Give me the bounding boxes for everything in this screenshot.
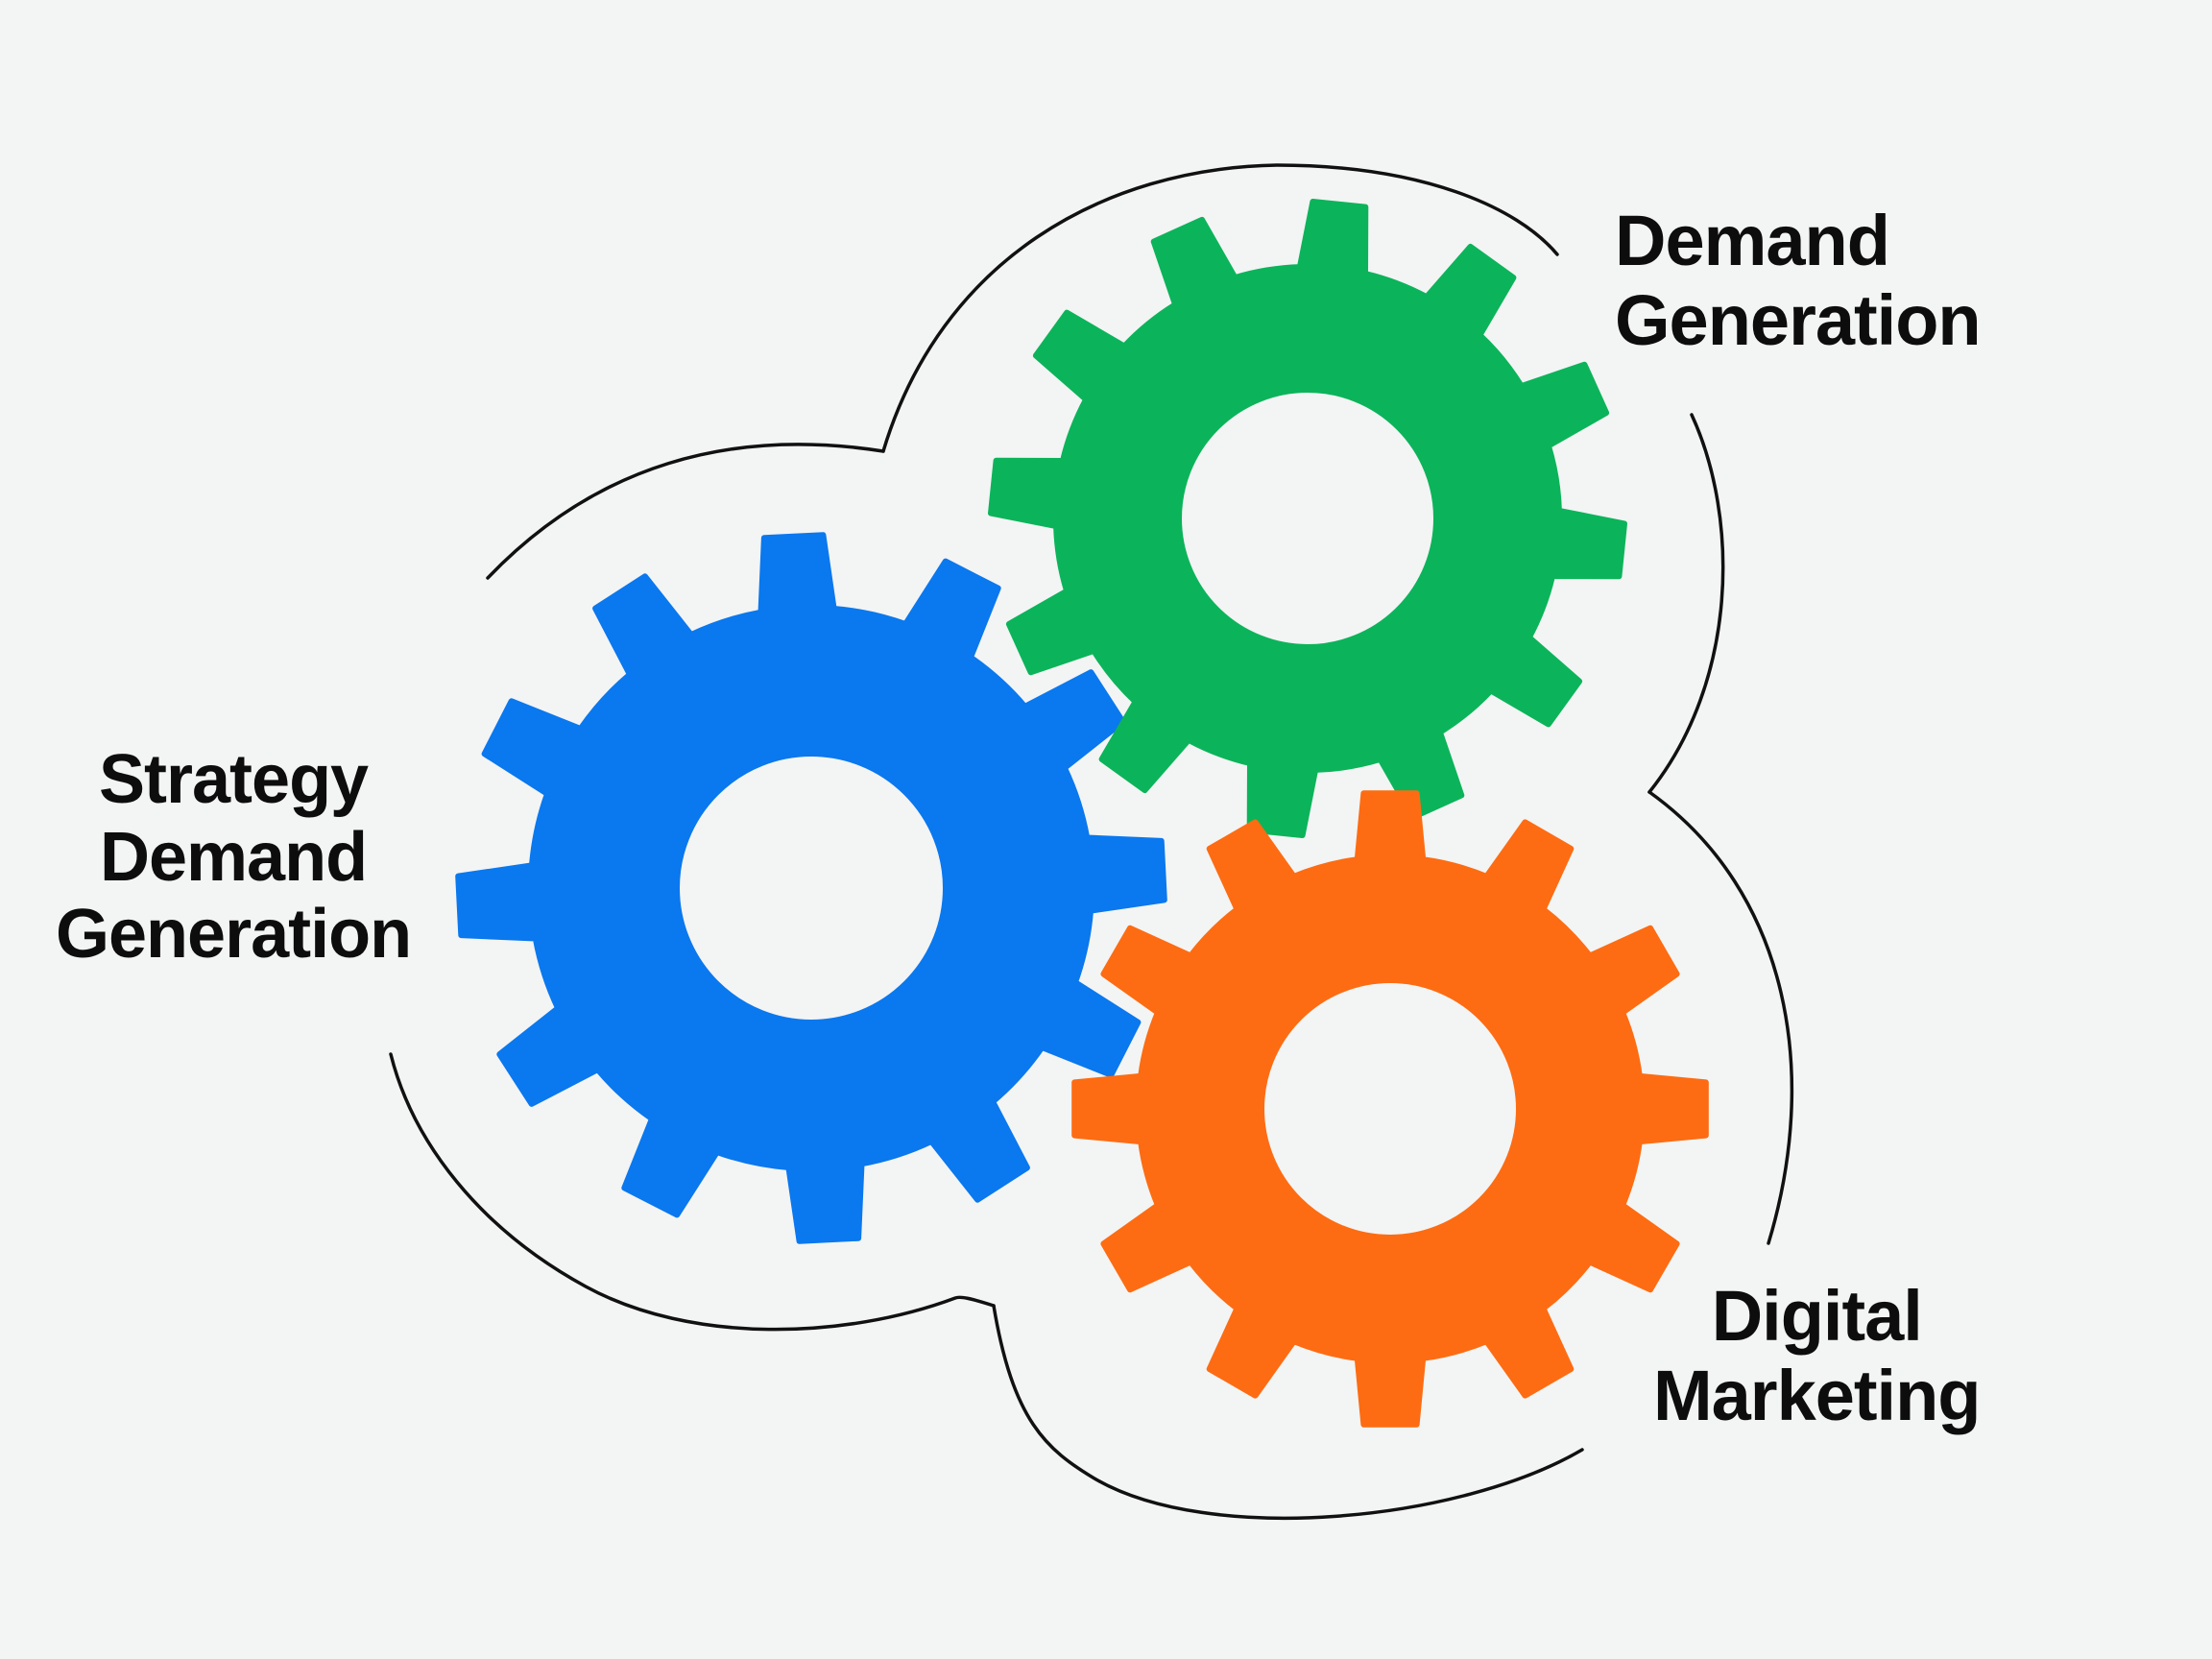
label-line: Strategy — [98, 741, 369, 818]
cloud-outline — [389, 163, 1794, 1521]
outline-right-upper — [1647, 413, 1725, 794]
outline-bottom-right — [992, 1304, 1584, 1521]
label-line: Generation — [1615, 279, 1982, 360]
gears-layer — [455, 199, 1709, 1428]
strategy-demand-generation-label: Strategy Demand Generation — [56, 741, 412, 974]
label-line: Marketing — [1653, 1355, 1982, 1435]
blue-gear — [455, 532, 1167, 1244]
green-gear — [988, 199, 1627, 838]
label-line: Demand — [100, 818, 368, 896]
label-line: Digital — [1711, 1276, 1923, 1356]
digital-marketing-label: Digital Marketing — [1653, 1276, 1982, 1436]
outline-bottom-left — [389, 1052, 996, 1332]
label-line: Generation — [56, 896, 412, 974]
orange-gear — [1071, 790, 1709, 1428]
label-line: Demand — [1615, 201, 1890, 280]
demand-generation-label: Demand Generation — [1615, 201, 1982, 361]
outline-right-lower — [1647, 790, 1794, 1245]
outline-top-left-arc — [486, 443, 885, 580]
outline-top-bump — [881, 163, 1559, 453]
